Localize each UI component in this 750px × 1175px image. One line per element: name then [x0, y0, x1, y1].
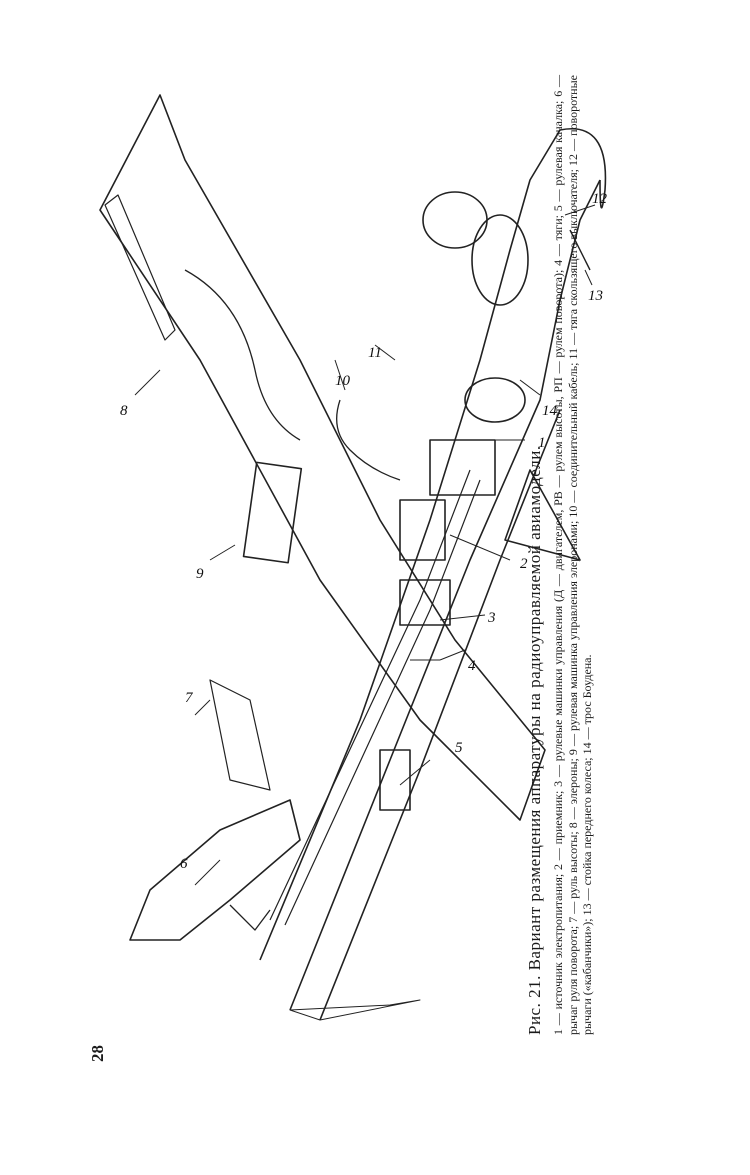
wing-outline [99, 94, 546, 821]
receiver-block [399, 499, 446, 561]
elevator-outline [209, 679, 271, 791]
engine [422, 191, 488, 249]
figure-label: 4 [468, 658, 476, 674]
fuselage-nose [559, 128, 607, 209]
aileron-outline [104, 194, 176, 341]
nosewheel-strut [569, 229, 591, 271]
figure-label: 10 [335, 373, 351, 389]
bowden-drum [464, 377, 526, 423]
fuselage-side [319, 409, 561, 1021]
fin-outline [504, 469, 581, 561]
figure-label: 6 [180, 856, 188, 872]
tail-horn [229, 904, 271, 931]
caption-legend: 1 — источник электропитания; 2 — приемни… [551, 75, 595, 1035]
figure-label: 5 [455, 740, 463, 756]
cable [184, 269, 301, 441]
figure-label: 1 [538, 435, 546, 451]
stabilizer-outline [129, 799, 301, 941]
pushrod-2 [284, 479, 481, 926]
figure-label: 9 [196, 566, 204, 582]
page-number: 28 [88, 1045, 107, 1062]
figure-label: 11 [368, 345, 382, 361]
figure-caption: Рис. 21. Вариант размещения аппаратуры н… [525, 75, 595, 1035]
fuselage-bottom [259, 129, 561, 961]
figure-label: 14 [542, 403, 558, 419]
figure-label: 7 [185, 690, 194, 706]
caption-title: Рис. 21. Вариант размещения аппаратуры н… [525, 445, 544, 1035]
figure-labels: 1 2 3 4 5 6 7 8 9 10 11 12 13 14 [120, 191, 608, 872]
bottom-panel [289, 999, 421, 1021]
figure-label: 13 [588, 288, 603, 304]
figure-label: 12 [592, 191, 608, 207]
pushrod-1 [269, 469, 471, 921]
cable-2 [336, 399, 401, 481]
leader-lines [134, 204, 596, 886]
bellcrank [379, 749, 411, 811]
figure-label: 2 [520, 556, 528, 572]
figure-label: 3 [487, 610, 496, 626]
fuel-tank [471, 214, 529, 306]
aileron-servo-block [242, 461, 303, 564]
battery-block [429, 439, 496, 496]
figure-label: 8 [120, 403, 128, 419]
fuselage-top [289, 179, 601, 1011]
servo-block [399, 579, 451, 626]
